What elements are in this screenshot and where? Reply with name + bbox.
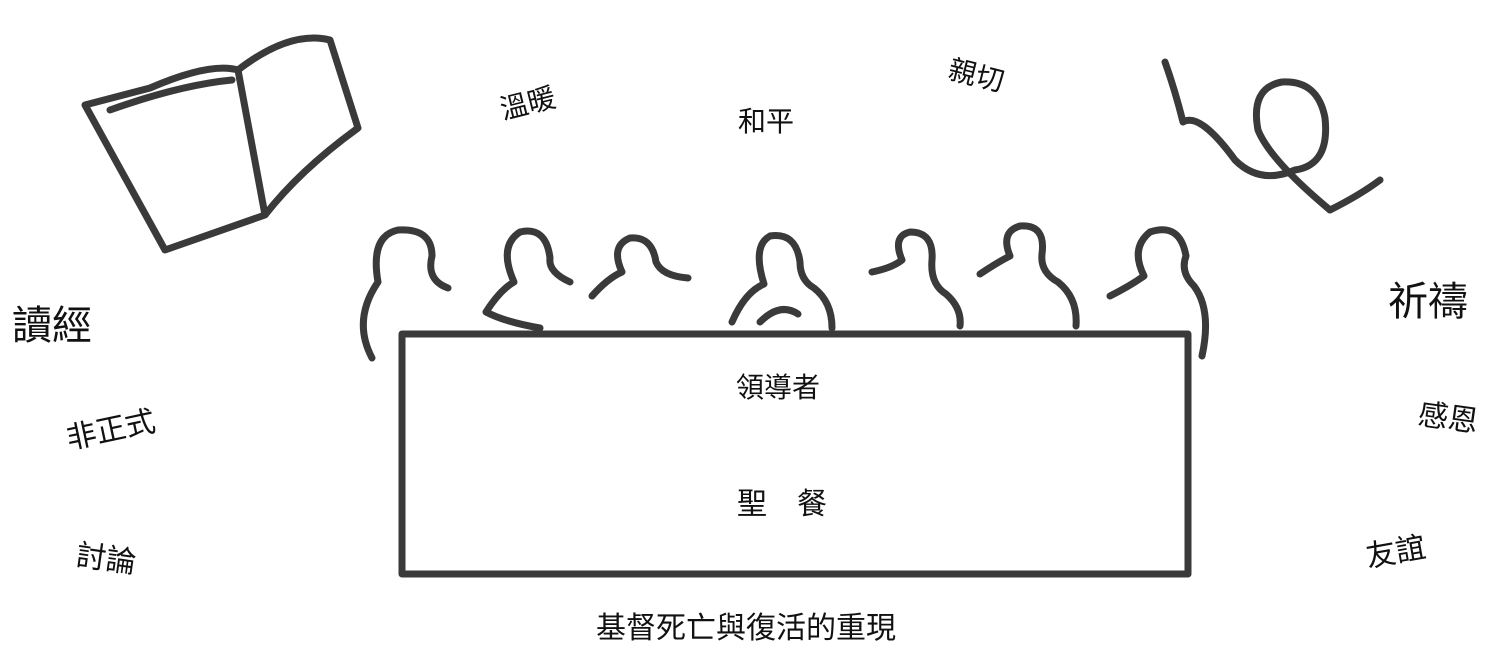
person-7 xyxy=(1106,226,1210,360)
people-silhouettes xyxy=(359,222,1210,362)
word-peace: 和平 xyxy=(738,105,795,138)
word-prayer: 祈禱 xyxy=(1388,279,1468,325)
table-communion-label: 聖 餐 xyxy=(737,487,827,522)
diagram-caption: 基督死亡與復活的重現 xyxy=(596,611,896,646)
word-bible-reading: 讀經 xyxy=(12,303,92,349)
praying-hands-icon xyxy=(1161,58,1384,214)
person-1 xyxy=(359,226,452,362)
table-leader-label: 領導者 xyxy=(736,371,821,404)
person-4 xyxy=(728,232,836,332)
word-thanksgiving: 感恩 xyxy=(1415,396,1481,441)
person-6 xyxy=(976,222,1080,330)
communion-table xyxy=(398,330,1192,578)
person-2 xyxy=(482,227,574,332)
person-3 xyxy=(588,234,692,300)
word-discussion: 討論 xyxy=(73,538,139,582)
open-book-icon xyxy=(81,34,362,254)
person-5 xyxy=(868,228,964,330)
